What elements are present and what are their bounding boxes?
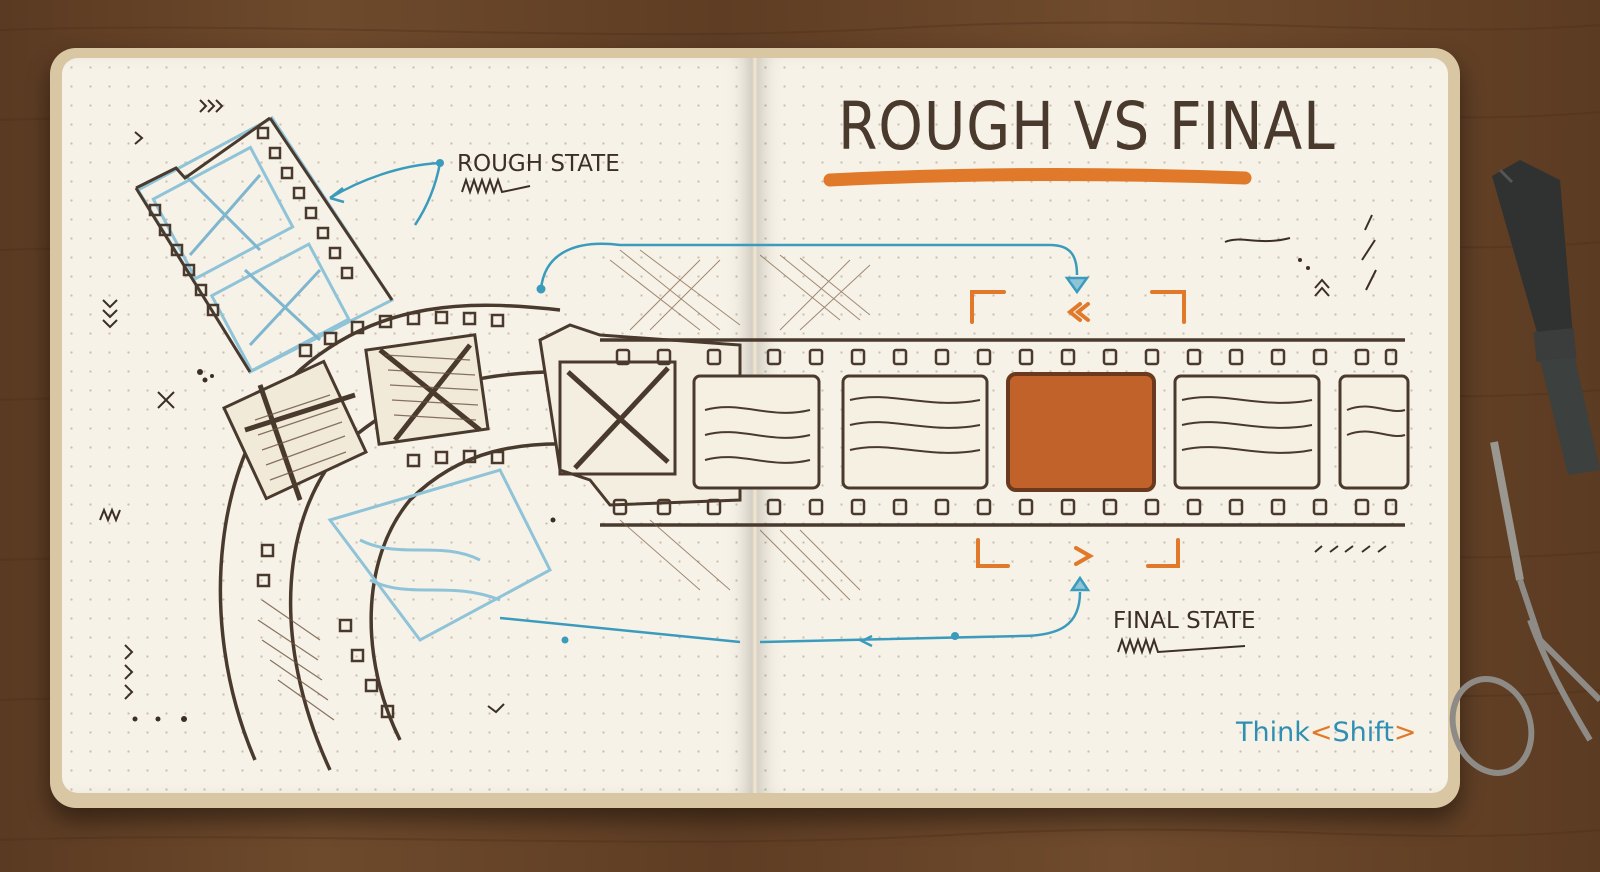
brand-word-shift: Shift [1332,717,1394,748]
final-film-frames [692,374,1410,490]
curved-perforations [256,310,505,719]
scissors-icon [1449,441,1600,776]
brand-logo: Think<Shift> [1236,717,1416,748]
title-underline [823,167,1252,187]
final-perforations-top [615,348,1398,366]
rough-strip-perforations [148,126,354,317]
brand-bracket-close-icon: > [1393,717,1417,748]
final-state-label: FINAL STATE [1113,608,1256,634]
rough-sketch-lower [327,468,552,642]
arrow-dots [436,159,959,644]
hatch-fill [254,354,479,721]
margin-doodles [99,99,1387,714]
brand-word-think: Think [1236,717,1310,748]
junction-hatch [609,249,871,601]
doodle-dots [132,258,1310,722]
pen-icon [1492,160,1600,475]
final-selected-frame [1006,372,1156,492]
rough-strip-outline [134,116,394,373]
brand-bracket-icon: < [1309,717,1333,748]
crossed-frames [244,343,482,501]
final-film-strip [600,338,1405,527]
flow-arrows [329,161,1091,648]
frame-wave-lines [704,396,1406,464]
focus-brackets [970,290,1186,568]
label-scribbles [461,176,1246,656]
rough-state-label: ROUGH STATE [457,151,620,177]
final-perforations-bottom [612,498,1398,516]
page-title: ROUGH VS FINAL [838,88,1336,165]
